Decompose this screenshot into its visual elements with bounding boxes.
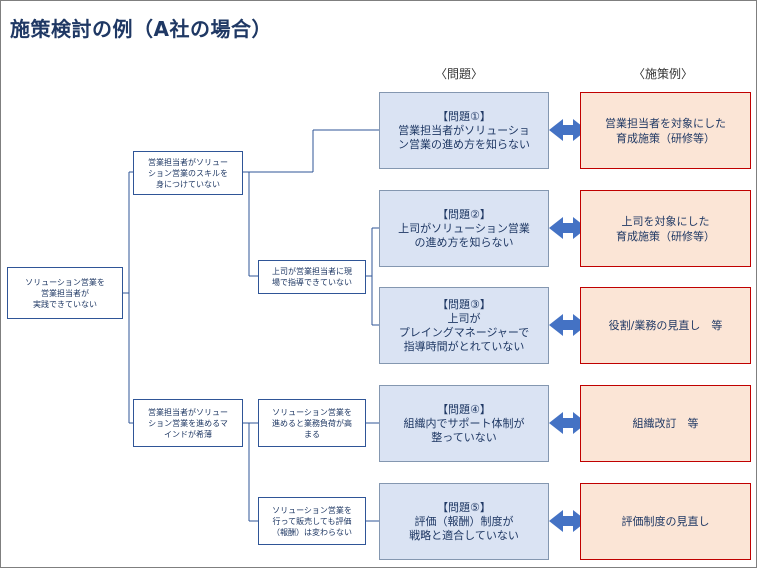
double-arrow-4 <box>549 412 587 434</box>
double-arrow-1 <box>549 119 587 141</box>
problem-box-3: 【問題③】 上司が プレイングマネージャーで 指導時間がとれていない <box>379 287 549 364</box>
double-arrow-5 <box>549 510 587 532</box>
double-arrow-2 <box>549 217 587 239</box>
problem-text: 評価（報酬）制度が 戦略と適合していない <box>409 514 519 542</box>
tree-root: ソリューション営業を 営業担当者が 実践できていない <box>7 267 123 319</box>
problem-text: 上司がソリューション営業 の進め方を知らない <box>398 221 530 249</box>
tree-sub-boss: 上司が営業担当者に現 場で指導できていない <box>258 260 366 294</box>
tree-sub-load: ソリューション営業を 進めると業務負荷が高 まる <box>258 399 366 447</box>
problem-text: 上司が プレイングマネージャーで 指導時間がとれていない <box>398 311 530 353</box>
double-arrow-3 <box>549 314 587 336</box>
problem-box-4: 【問題④】 組織内でサポート体制が 整っていない <box>379 385 549 462</box>
problem-text: 組織内でサポート体制が 整っていない <box>403 416 525 444</box>
tree-branch-mind: 営業担当者がソリュー ション営業を進めるマ インドが希薄 <box>133 399 243 447</box>
measures-header: 〈施策例〉 <box>633 67 694 81</box>
measure-box-2: 上司を対象にした 育成施策（研修等） <box>580 190 751 267</box>
problem-label: 【問題①】 <box>437 109 491 123</box>
measure-box-5: 評価制度の見直し <box>580 483 751 560</box>
measure-box-3: 役割/業務の見直し 等 <box>580 287 751 364</box>
tree-sub-eval: ソリューション営業を 行って販売しても評価 （報酬）は変わらない <box>258 497 366 545</box>
tree-branch-skill: 営業担当者がソリュー ション営業のスキルを 身につけていない <box>133 151 243 195</box>
double-arrows <box>549 119 587 532</box>
problem-box-1: 【問題①】 営業担当者がソリューショ ン営業の進め方を知らない <box>379 92 549 169</box>
problem-text: 営業担当者がソリューショ ン営業の進め方を知らない <box>398 123 530 151</box>
problem-label: 【問題②】 <box>437 207 491 221</box>
page-title: 施策検討の例（A社の場合） <box>10 17 272 41</box>
measure-box-1: 営業担当者を対象にした 育成施策（研修等） <box>580 92 751 169</box>
measure-box-4: 組織改訂 等 <box>580 385 751 462</box>
problem-box-5: 【問題⑤】 評価（報酬）制度が 戦略と適合していない <box>379 483 549 560</box>
problem-box-2: 【問題②】 上司がソリューション営業 の進め方を知らない <box>379 190 549 267</box>
problem-label: 【問題⑤】 <box>437 500 491 514</box>
problem-label: 【問題④】 <box>437 402 491 416</box>
problem-label: 【問題③】 <box>437 297 491 311</box>
problems-header: 〈問題〉 <box>435 67 484 81</box>
